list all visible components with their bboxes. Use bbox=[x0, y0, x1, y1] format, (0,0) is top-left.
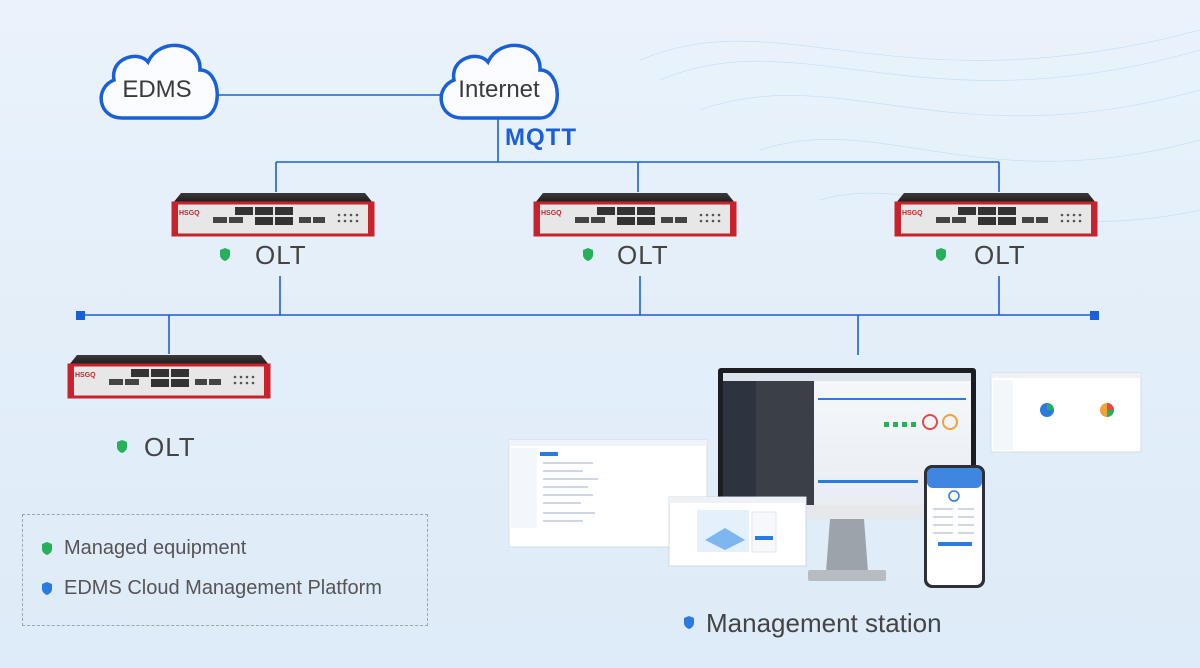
internet-cloud-label: Internet bbox=[458, 76, 540, 103]
shield-icon bbox=[117, 440, 127, 453]
phone bbox=[924, 465, 985, 588]
olt-device-1 bbox=[171, 191, 375, 237]
legend-box bbox=[22, 514, 428, 626]
management-station-label: Management station bbox=[706, 608, 942, 638]
legend-managed-equipment: Managed equipment bbox=[64, 537, 247, 559]
shield-icon bbox=[583, 248, 593, 261]
shield-icon bbox=[936, 248, 946, 261]
olt-label-4: OLT bbox=[144, 432, 196, 462]
background-waves bbox=[639, 29, 1200, 222]
login-screenshot bbox=[668, 496, 807, 567]
olt-device-3 bbox=[894, 191, 1098, 237]
network-lines bbox=[80, 94, 1095, 355]
olt-label-1: OLT bbox=[255, 240, 307, 270]
web-screenshot-left bbox=[508, 439, 708, 548]
edms-cloud-label: EDMS bbox=[122, 76, 192, 103]
olt-device-4 bbox=[67, 353, 271, 399]
legend-cloud-platform: EDMS Cloud Management Platform bbox=[64, 577, 382, 599]
dashboard-screenshot bbox=[990, 372, 1142, 453]
olt-label-2: OLT bbox=[617, 240, 669, 270]
shield-icon bbox=[220, 248, 230, 261]
mqtt-label: MQTT bbox=[505, 124, 577, 151]
bus-end-left bbox=[76, 311, 85, 320]
edms-cloud-icon bbox=[99, 43, 219, 120]
olt-label-3: OLT bbox=[974, 240, 1026, 270]
olt-device-2 bbox=[533, 191, 737, 237]
internet-cloud-icon bbox=[439, 43, 559, 120]
bus-end-right bbox=[1090, 311, 1099, 320]
shield-icon bbox=[684, 616, 694, 629]
